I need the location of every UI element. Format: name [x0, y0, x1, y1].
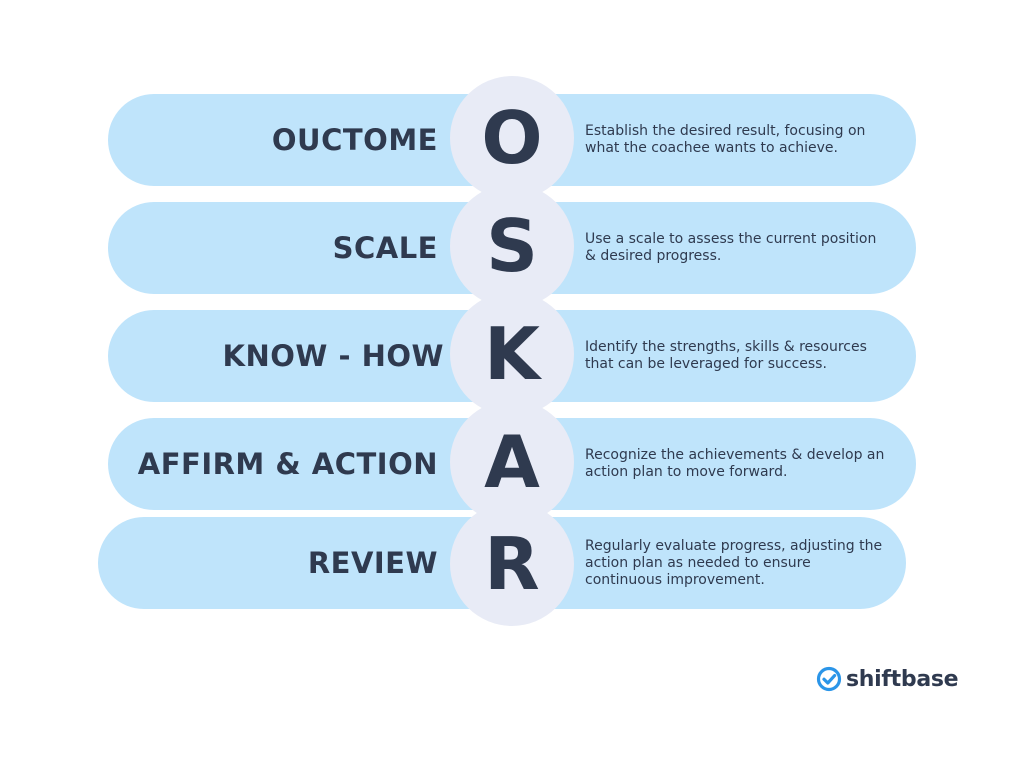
- letter-circle-a: A: [450, 400, 574, 524]
- brand-name: shiftbase: [846, 666, 959, 692]
- step-term: KNOW - HOW: [222, 339, 444, 373]
- step-description: Establish the desired result, focusing o…: [585, 123, 866, 156]
- step-description: Recognize the achievements & develop an …: [585, 447, 885, 480]
- checkmark-circle-icon: [816, 666, 842, 692]
- step-term: OUCTOME: [271, 123, 438, 157]
- letter-circle-s: S: [450, 184, 574, 308]
- brand-logo: shiftbase: [816, 664, 959, 694]
- step-description: Identify the strengths, skills & resourc…: [585, 339, 867, 372]
- step-term: REVIEW: [307, 546, 438, 580]
- letter-circle-r: R: [450, 502, 574, 626]
- step-description: Regularly evaluate progress, adjusting t…: [585, 537, 883, 588]
- step-term: AFFIRM & ACTION: [137, 447, 438, 481]
- step-term: SCALE: [332, 231, 438, 265]
- letter-circle-o: O: [450, 76, 574, 200]
- letter-circle-k: K: [450, 292, 574, 416]
- step-description: Use a scale to assess the current positi…: [585, 231, 877, 264]
